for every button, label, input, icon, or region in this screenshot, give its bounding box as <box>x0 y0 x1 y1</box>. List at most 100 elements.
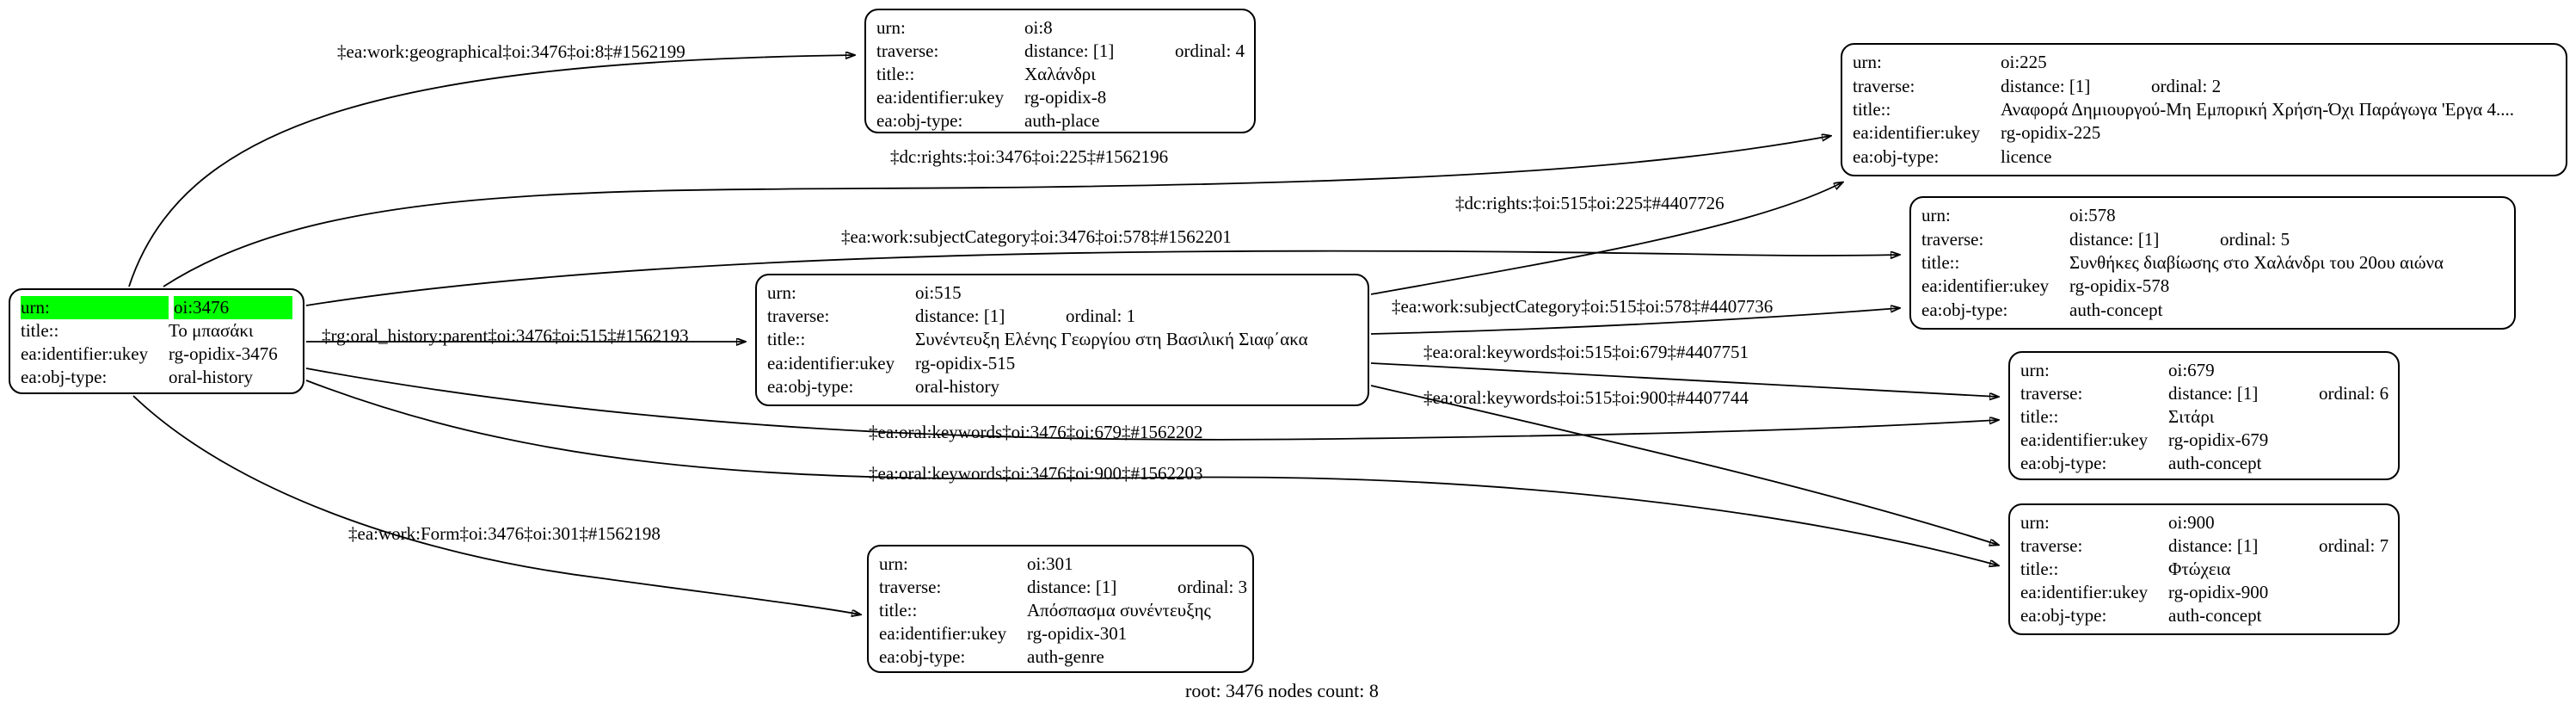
field-label-ukey: ea:identifier:ukey <box>879 623 1007 644</box>
field-value-urn: oi:515 <box>915 282 962 304</box>
edge-root-to-oi679 <box>305 367 1998 441</box>
field-value-ukey: rg-opidix-900 <box>2168 582 2269 602</box>
field-label-ukey: ea:identifier:ukey <box>1921 275 2050 297</box>
edge-label-subjectcategory-3476-578: ‡ea:work:subjectCategory‡oi:3476‡oi:578‡… <box>841 226 1232 247</box>
field-value-title: Το μπασάκι <box>169 320 254 341</box>
field-value-traverse: distance: [1] ordinal: 2 <box>2001 75 2555 98</box>
node-row-objtype: ea:obj-type: licence <box>1853 145 2555 169</box>
field-value-traverse: distance: [1] ordinal: 5 <box>2069 228 2504 251</box>
edge-root-to-oi8 <box>128 55 854 287</box>
field-label-objtype: ea:obj-type: <box>876 110 963 131</box>
field-label-traverse: traverse: <box>767 306 830 327</box>
node-row-ukey: ea:identifier:ukey rg-opidix-301 <box>879 622 1242 645</box>
edge-root-to-oi900 <box>305 380 1998 565</box>
field-label-traverse: traverse: <box>2020 535 2083 556</box>
node-row-urn: urn: oi:3476 <box>21 296 292 319</box>
node-oi-515: urn: oi:515 traverse: distance: [1] ordi… <box>755 274 1369 406</box>
field-value-objtype: auth-concept <box>2168 605 2262 626</box>
node-row-traverse: traverse: distance: [1] ordinal: 1 <box>767 305 1357 328</box>
field-label-title: title:: <box>1921 251 1960 273</box>
field-label-traverse: traverse: <box>2020 383 2083 404</box>
field-value-ukey: rg-opidix-578 <box>2069 275 2170 297</box>
node-row-objtype: ea:obj-type: auth-concept <box>2020 452 2388 475</box>
node-row-traverse: traverse: distance: [1] ordinal: 6 <box>2020 382 2388 405</box>
field-value-traverse: distance: [1] ordinal: 7 <box>2168 534 2388 558</box>
field-label-ukey: ea:identifier:ukey <box>2020 429 2149 450</box>
node-row-traverse: traverse: distance: [1] ordinal: 4 <box>876 40 1245 63</box>
node-row-objtype: ea:obj-type: oral-history <box>767 375 1357 398</box>
edge-oi515-to-oi900 <box>1370 385 1998 545</box>
traverse-distance: distance: [1] <box>1024 40 1115 61</box>
edge-root-to-oi225 <box>163 136 1830 287</box>
field-label-objtype: ea:obj-type: <box>879 646 966 667</box>
field-label-title: title:: <box>2020 406 2059 427</box>
field-value-urn: oi:3476 <box>174 296 292 319</box>
field-label-traverse: traverse: <box>876 40 939 61</box>
field-label-traverse: traverse: <box>1853 75 1915 96</box>
node-oi-8: urn: oi:8 traverse: distance: [1] ordina… <box>864 9 1256 133</box>
field-value-ukey: rg-opidix-301 <box>1027 623 1128 644</box>
node-oi-679: urn: oi:679 traverse: distance: [1] ordi… <box>2008 351 2400 480</box>
node-row-objtype: ea:obj-type: auth-concept <box>2020 604 2388 627</box>
field-value-traverse: distance: [1] ordinal: 6 <box>2168 382 2388 405</box>
field-value-traverse: distance: [1] ordinal: 4 <box>1024 40 1245 63</box>
edge-label-keywords-515-900: ‡ea:oral:keywords‡oi:515‡oi:900‡#4407744 <box>1423 387 1749 408</box>
field-value-title: Χαλάνδρι <box>1024 64 1096 84</box>
field-label-objtype: ea:obj-type: <box>1853 145 1940 167</box>
edge-label-work-form: ‡ea:work:Form‡oi:3476‡oi:301‡#1562198 <box>348 523 661 544</box>
field-label-title: title:: <box>879 600 918 620</box>
traverse-ordinal: ordinal: 7 <box>2319 535 2389 556</box>
field-label-objtype: ea:obj-type: <box>1921 299 2008 320</box>
traverse-ordinal: ordinal: 4 <box>1175 40 1245 61</box>
field-label-title: title:: <box>21 320 59 341</box>
field-label-ukey: ea:identifier:ukey <box>876 87 1005 108</box>
field-value-objtype: oral-history <box>169 367 253 387</box>
node-row-title: title:: Σιτάρι <box>2020 405 2388 429</box>
field-label-title: title:: <box>1853 98 1891 120</box>
traverse-ordinal: ordinal: 1 <box>1066 306 1136 327</box>
field-label-traverse: traverse: <box>1921 228 1984 250</box>
node-row-ukey: ea:identifier:ukey rg-opidix-3476 <box>21 343 292 366</box>
field-label-ukey: ea:identifier:ukey <box>767 352 895 374</box>
node-row-urn: urn: oi:515 <box>767 281 1357 305</box>
field-label-ukey: ea:identifier:ukey <box>2020 582 2149 602</box>
traverse-ordinal: ordinal: 6 <box>2319 383 2389 404</box>
node-row-objtype: ea:obj-type: auth-genre <box>879 645 1242 669</box>
node-row-ukey: ea:identifier:ukey rg-opidix-515 <box>767 352 1357 375</box>
field-value-title: Συνθήκες διαβίωσης στο Χαλάνδρι του 20ου… <box>2069 251 2444 273</box>
field-label-urn: urn: <box>767 282 796 304</box>
field-label-urn: urn: <box>879 553 908 574</box>
node-oi-301: urn: oi:301 traverse: distance: [1] ordi… <box>867 545 1254 673</box>
edge-label-subjectcategory-515-578: ‡ea:work:subjectCategory‡oi:515‡oi:578‡#… <box>1392 296 1774 317</box>
edge-oi515-to-oi679 <box>1370 362 1998 397</box>
field-value-objtype: auth-place <box>1024 110 1100 131</box>
traverse-distance: distance: [1] <box>915 306 1005 327</box>
field-value-urn: oi:301 <box>1027 553 1073 574</box>
edge-label-rights-515-225: ‡dc:rights:‡oi:515‡oi:225‡#4407726 <box>1455 193 1725 213</box>
node-row-ukey: ea:identifier:ukey rg-opidix-578 <box>1921 275 2504 298</box>
edge-oi515-to-oi225 <box>1370 182 1842 295</box>
traverse-distance: distance: [1] <box>1027 577 1117 597</box>
node-row-objtype: ea:obj-type: auth-concept <box>1921 299 2504 322</box>
field-label-urn: urn: <box>1853 52 1882 73</box>
traverse-ordinal: ordinal: 5 <box>2220 228 2290 250</box>
edge-label-keywords-515-679: ‡ea:oral:keywords‡oi:515‡oi:679‡#4407751 <box>1423 342 1749 362</box>
node-oi-3476-root: urn: oi:3476 title:: Το μπασάκι ea:ident… <box>9 288 304 394</box>
field-value-urn: oi:679 <box>2168 360 2215 380</box>
field-label-title: title:: <box>767 329 806 350</box>
field-value-ukey: rg-opidix-679 <box>2168 429 2269 450</box>
node-row-title: title:: Το μπασάκι <box>21 319 292 343</box>
field-value-ukey: rg-opidix-8 <box>1024 87 1107 108</box>
node-row-urn: urn: oi:578 <box>1921 204 2504 227</box>
field-label-objtype: ea:obj-type: <box>21 367 108 387</box>
node-row-objtype: ea:obj-type: auth-place <box>876 109 1244 133</box>
field-value-title: Απόσπασμα συνέντευξης <box>1027 600 1211 620</box>
node-row-objtype: ea:obj-type: oral-history <box>21 366 292 389</box>
node-row-title: title:: Χαλάνδρι <box>876 63 1244 86</box>
field-value-objtype: auth-genre <box>1027 646 1104 667</box>
field-label-objtype: ea:obj-type: <box>767 375 854 397</box>
edge-label-oral-history-parent: ‡rg:oral_history:parent‡oi:3476‡oi:515‡#… <box>322 325 689 346</box>
node-row-ukey: ea:identifier:ukey rg-opidix-679 <box>2020 429 2388 452</box>
